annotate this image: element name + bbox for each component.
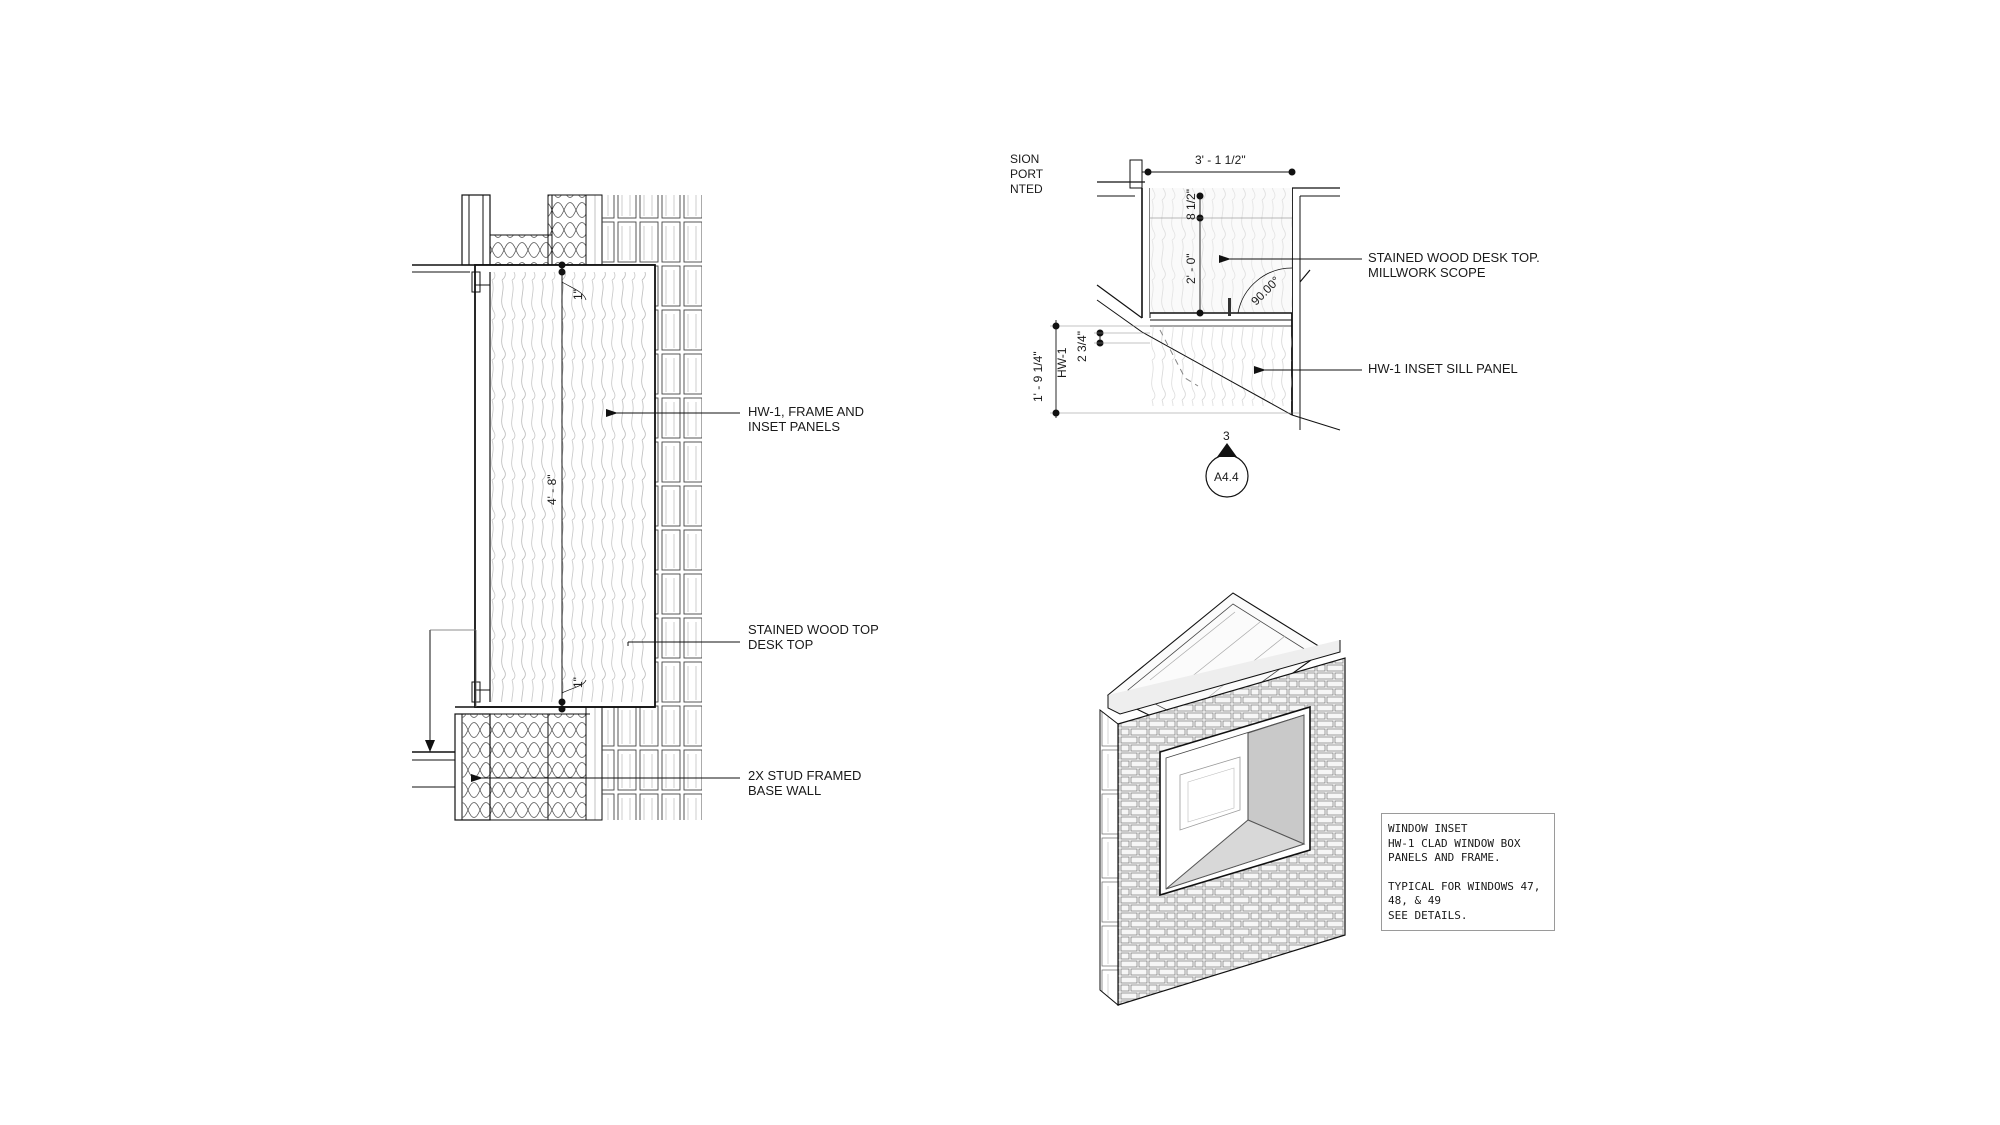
note-line-2: HW-1 CLAD WINDOW BOX [1388,836,1521,850]
plan-detail: SION PORT NTED 3' - 1 1/2" [1010,152,1540,498]
section-callout[interactable]: 3 A4.4 [1205,429,1249,498]
depth-dimension-b: 2' - 0" [1184,253,1198,284]
label-hw1-frame-2: INSET PANELS [748,419,840,434]
cut-text-3: NTED [1010,182,1043,196]
label-hw1-frame: HW-1, FRAME AND [748,404,864,419]
label-stained-wood-top-2: DESK TOP [748,637,813,652]
note-line-6: SEE DETAILS. [1388,908,1468,922]
left-dimension-b: HW-1 [1055,347,1069,378]
depth-dimension-a: 8 1/2" [1184,189,1198,220]
upper-stud [461,194,491,266]
top-dimension: 1" [571,289,585,300]
callout-sheet: A4.4 [1214,470,1239,484]
label-desk-top-2: MILLWORK SCOPE [1368,265,1486,280]
note-line-5: 48, & 49 [1388,894,1441,907]
left-dimension-c: 2 3/4" [1075,331,1089,362]
lower-insulation [489,713,549,821]
label-desk-top: STAINED WOOD DESK TOP. [1368,250,1540,265]
cut-text-1: SION [1010,152,1039,166]
label-stud-wall-2: BASE WALL [748,783,821,798]
label-stained-wood-top: STAINED WOOD TOP [748,622,879,637]
cut-text-2: PORT [1010,167,1044,181]
wall-section-detail: 1" 1" 4' - 8" HW-1, FRAME AND INSET PANE… [412,194,879,821]
left-dimension-a: 1' - 9 1/4" [1031,351,1045,402]
label-sill-panel: HW-1 INSET SILL PANEL [1368,361,1518,376]
isometric-window-inset [1099,592,1346,1007]
label-stud-wall: 2X STUD FRAMED [748,768,861,783]
overall-dimension: 4' - 8" [545,474,559,505]
bottom-dimension: 1" [571,677,585,688]
note-line-3: PANELS AND FRAME. [1388,851,1501,864]
callout-number: 3 [1223,429,1230,443]
note-line-4: TYPICAL FOR WINDOWS 47, [1388,879,1541,893]
window-inset-note: WINDOW INSET HW-1 CLAD WINDOW BOX PANELS… [1381,813,1555,931]
width-dimension: 3' - 1 1/2" [1195,153,1246,167]
note-line-1: WINDOW INSET [1388,822,1468,835]
upper-insulation [489,234,553,266]
